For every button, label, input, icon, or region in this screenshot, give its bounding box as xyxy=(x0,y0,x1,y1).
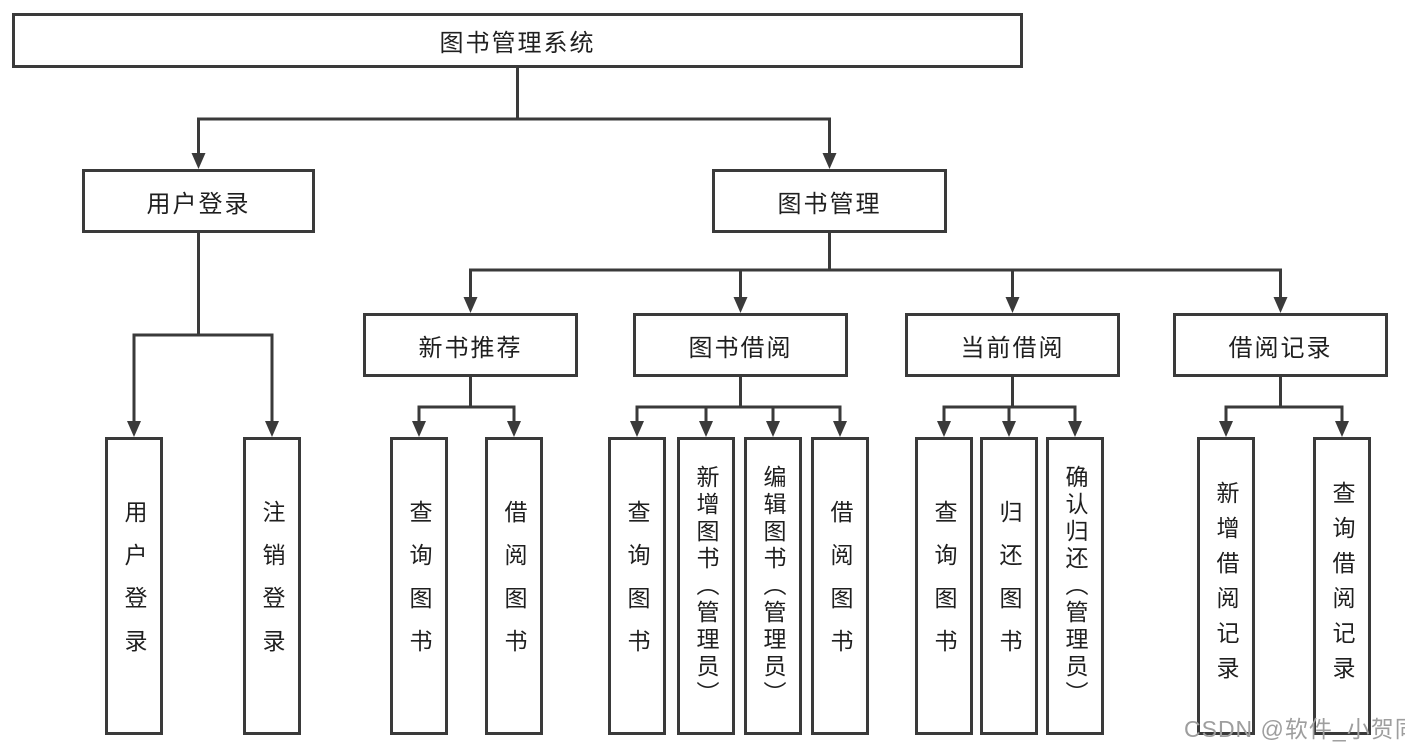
node-label: 新增借阅记录 xyxy=(1213,481,1239,691)
node-leaf-confirm-return: 确认归还（管理员） xyxy=(1046,437,1104,735)
node-leaf-edit-books: 编辑图书（管理员） xyxy=(744,437,802,735)
node-label: 编辑图书（管理员） xyxy=(760,464,786,708)
node-borrow-records: 借阅记录 xyxy=(1173,313,1388,377)
node-label: 查询图书 xyxy=(624,500,650,672)
node-label: 当前借阅 xyxy=(960,334,1065,362)
node-leaf-user-login: 用户登录 xyxy=(105,437,163,735)
node-label: 新增图书（管理员） xyxy=(693,464,719,708)
node-label: 图书管理系统 xyxy=(439,30,596,57)
node-leaf-query-books-3: 查询图书 xyxy=(915,437,973,735)
node-label: 归还图书 xyxy=(996,500,1022,672)
node-new-books: 新书推荐 xyxy=(363,313,578,377)
node-leaf-query-books-2: 查询图书 xyxy=(608,437,666,735)
node-label: 注销登录 xyxy=(259,500,285,672)
node-leaf-add-books: 新增图书（管理员） xyxy=(677,437,735,735)
node-label: 确认归还（管理员） xyxy=(1062,464,1088,708)
node-root: 图书管理系统 xyxy=(12,13,1023,68)
node-label: 图书借阅 xyxy=(688,334,793,362)
node-book-mgmt: 图书管理 xyxy=(712,169,947,233)
node-leaf-add-record: 新增借阅记录 xyxy=(1197,437,1255,735)
node-label: 用户登录 xyxy=(146,190,251,218)
node-label: 查询图书 xyxy=(406,500,432,672)
node-current-borrow: 当前借阅 xyxy=(905,313,1120,377)
node-book-borrow: 图书借阅 xyxy=(633,313,848,377)
node-leaf-logout: 注销登录 xyxy=(243,437,301,735)
node-leaf-borrow-books-1: 借阅图书 xyxy=(485,437,543,735)
node-leaf-query-books-1: 查询图书 xyxy=(390,437,448,735)
node-label: 图书管理 xyxy=(777,190,882,218)
node-user-login: 用户登录 xyxy=(82,169,315,233)
node-label: 新书推荐 xyxy=(418,334,523,362)
node-leaf-return-books: 归还图书 xyxy=(980,437,1038,735)
node-label: 借阅图书 xyxy=(827,500,853,672)
node-leaf-query-record: 查询借阅记录 xyxy=(1313,437,1371,735)
node-leaf-borrow-books-2: 借阅图书 xyxy=(811,437,869,735)
node-label: 借阅图书 xyxy=(501,500,527,672)
watermark: CSDN @软件_小贺同学 xyxy=(1184,716,1405,742)
node-label: 查询图书 xyxy=(931,500,957,672)
node-label: 用户登录 xyxy=(121,500,147,672)
node-label: 查询借阅记录 xyxy=(1329,481,1355,691)
node-label: 借阅记录 xyxy=(1228,334,1333,362)
